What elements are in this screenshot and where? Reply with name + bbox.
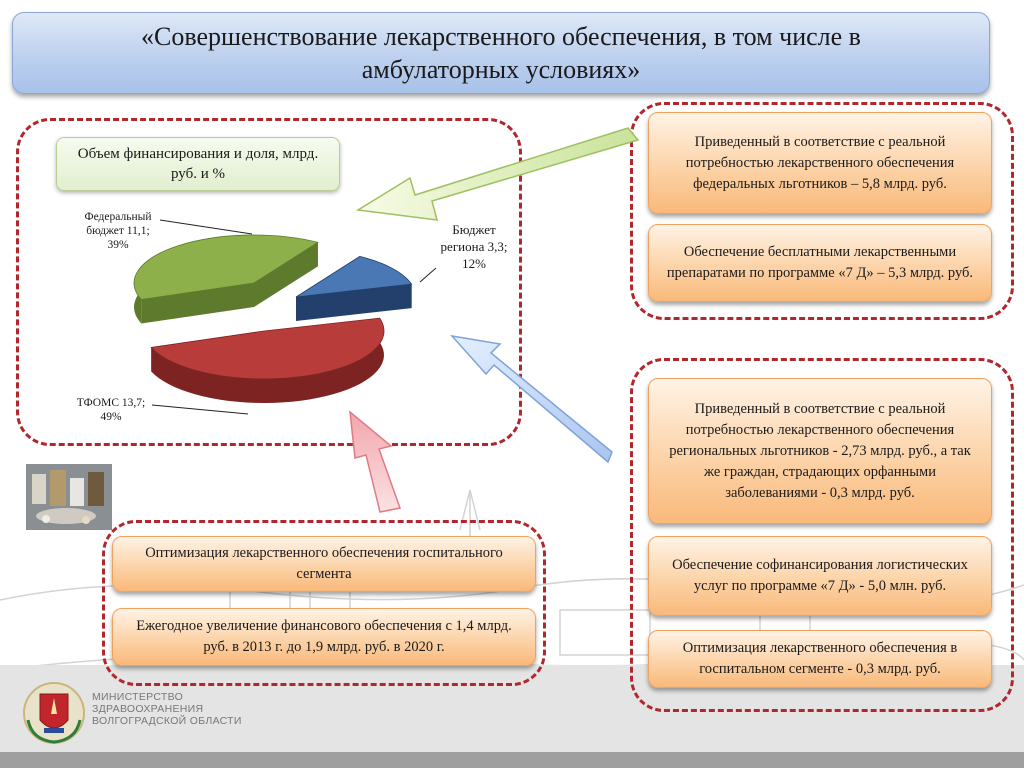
slice-region-wall-1 (296, 284, 412, 321)
label-region: Бюджет региона 3,3; 12% (440, 222, 508, 271)
slice-federal (133, 234, 319, 324)
slice-region-top (295, 255, 413, 298)
leader-federal (159, 219, 253, 235)
federal-need-box: Приведенный в соответствие с реальной по… (648, 112, 992, 214)
slice-federal-wall-1 (254, 242, 318, 307)
leader-tfoms (151, 404, 249, 415)
hospital-segment-box: Оптимизация лекарственного обеспечения в… (648, 630, 992, 688)
logistics-box: Обеспечение софинансирования логистическ… (648, 536, 992, 616)
slice-federal-top (133, 234, 319, 300)
slice-region (295, 255, 413, 321)
slice-federal-wall-0 (141, 283, 254, 324)
chart-region-frame (16, 118, 522, 446)
medicine-photo (26, 464, 112, 530)
slice-tfoms-side (151, 318, 384, 403)
annual-increase-box: Ежегодное увеличение финансового обеспеч… (112, 608, 536, 666)
slice-tfoms-top (150, 317, 385, 380)
slice-tfoms (150, 317, 385, 403)
free-drugs-box: Обеспечение бесплатными лекарственными п… (648, 224, 992, 302)
label-federal: Федеральный бюджет 11,1; 39% (84, 211, 152, 251)
regional-need-box: Приведенный в соответствие с реальной по… (648, 378, 992, 524)
leader-region (419, 267, 437, 283)
right-bottom-frame (630, 358, 1014, 712)
bottom-bar (0, 752, 1024, 768)
slide-title: «Совершенствование лекарственного обеспе… (12, 12, 990, 94)
coat-of-arms-icon (23, 682, 85, 744)
chart-title: Объем финансирования и доля, млрд. руб. … (56, 137, 340, 191)
left-bottom-frame (102, 520, 546, 686)
hospital-optimization-box: Оптимизация лекарственного обеспечения г… (112, 536, 536, 592)
label-tfoms: ТФОМС 13,7; 49% (76, 397, 146, 423)
ministry-name: МИНИСТЕРСТВО ЗДРАВООХРАНЕНИЯ ВОЛГОГРАДСК… (92, 691, 242, 727)
